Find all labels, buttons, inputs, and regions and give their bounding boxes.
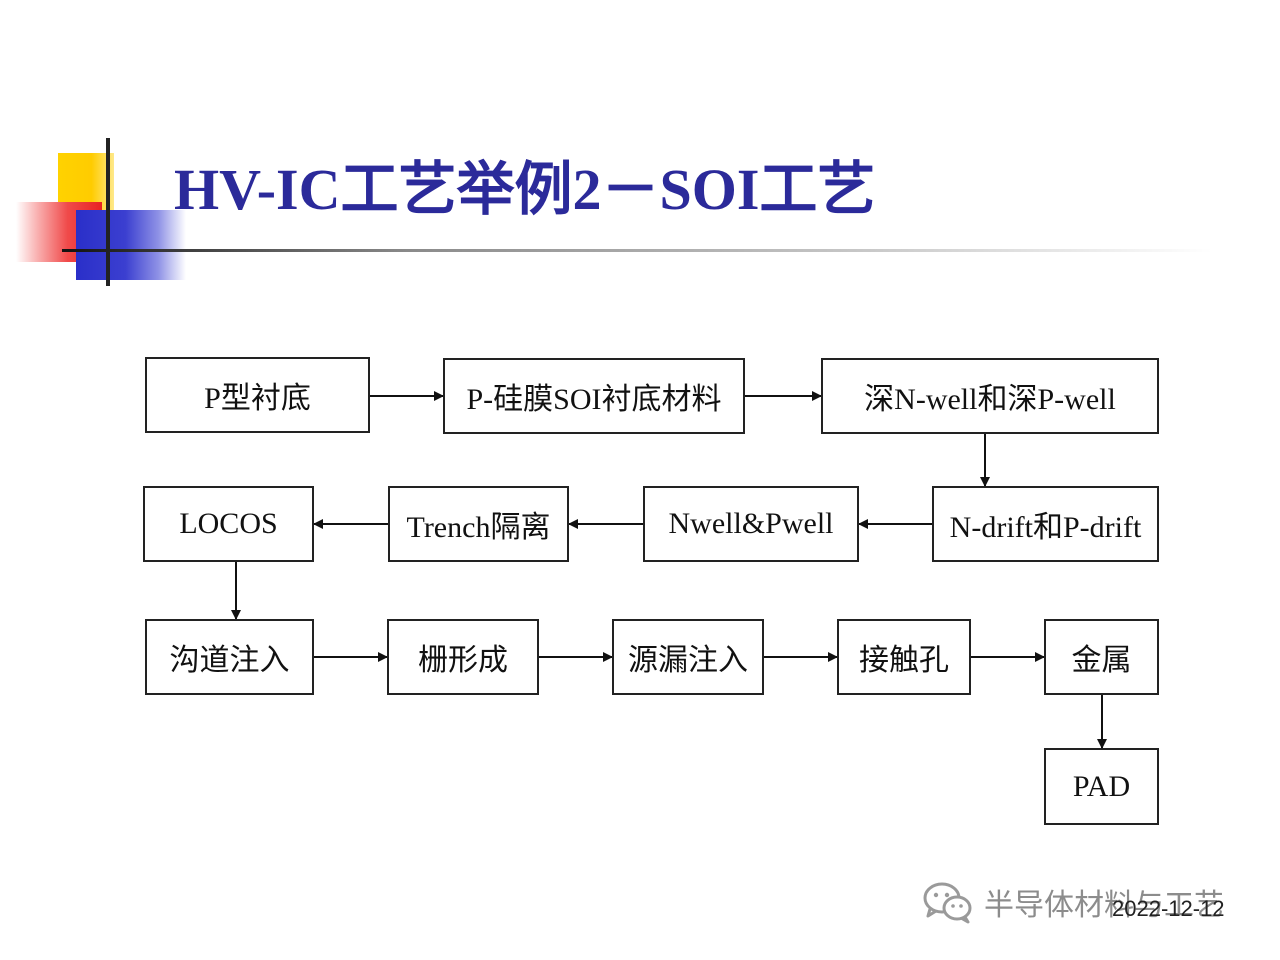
- step-contact-hole: 接触孔: [837, 619, 971, 695]
- decor-yellow-square: [58, 153, 114, 211]
- step-p-substrate: P型衬底: [145, 357, 370, 433]
- step-locos: LOCOS: [143, 486, 314, 562]
- step-pad: PAD: [1044, 748, 1159, 825]
- wechat-icon: [923, 882, 972, 924]
- step-channel-implant: 沟道注入: [145, 619, 314, 695]
- decor-blue-gradient: [76, 210, 186, 280]
- step-trench-isolation: Trench隔离: [388, 486, 569, 562]
- step-metal: 金属: [1044, 619, 1159, 695]
- step-deep-wells: 深N-well和深P-well: [821, 358, 1159, 434]
- slide-title: HV-IC工艺举例2－SOI工艺: [174, 157, 876, 222]
- watermark: 半导体材料与工艺: [922, 880, 1224, 924]
- footer-date: 2022-12-12: [1112, 896, 1225, 921]
- watermark-text: 半导体材料与工艺: [984, 888, 1224, 923]
- step-source-drain-implant: 源漏注入: [612, 619, 764, 695]
- decor-vertical-line: [106, 138, 110, 286]
- step-gate-formation: 栅形成: [387, 619, 539, 695]
- step-wells: Nwell&Pwell: [643, 486, 859, 562]
- step-drift: N-drift和P-drift: [932, 486, 1159, 562]
- step-soi-substrate: P-硅膜SOI衬底材料: [443, 358, 745, 434]
- title-underline: [62, 249, 1212, 252]
